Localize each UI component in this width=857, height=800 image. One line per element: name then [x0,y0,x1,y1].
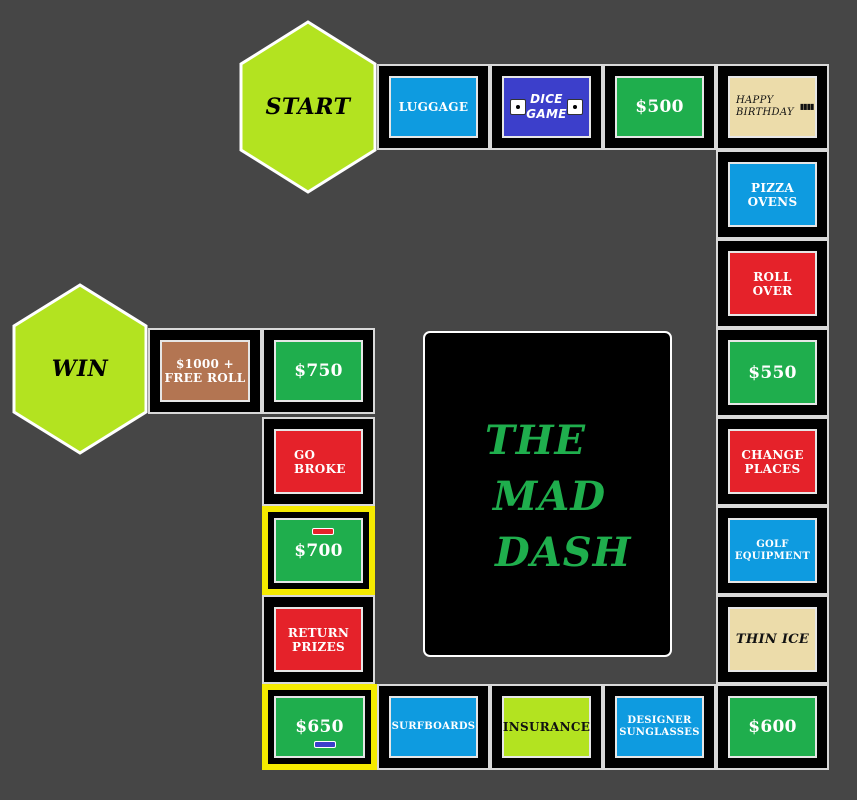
win-hexagon-shape [12,283,148,455]
space-go-broke[interactable]: GO BROKE [262,417,375,506]
space-free-roll-label: $1000 + FREE ROLL [165,357,246,385]
broke-line-2: BROKE [294,461,346,476]
space-happy-birthday-label: HAPPY BIRTHDAY [736,95,794,119]
space-surfboards-label: SURFBOARDS [391,721,476,732]
space-free-roll[interactable]: $1000 + FREE ROLL [148,328,262,414]
space-700-tile: $700 [274,518,363,583]
space-750-label: $750 [294,361,343,381]
win-label: WIN [51,356,109,382]
dice-game-line-2: GAME [526,107,567,121]
space-550-label: $550 [748,362,797,383]
die-icon [566,99,583,115]
dice-game-line-1: DICE [530,92,563,106]
space-pizza-ovens[interactable]: PIZZA OVENS [716,150,829,239]
space-insurance[interactable]: INSURANCE [490,684,603,770]
space-pizza-ovens-label: PIZZA OVENS [748,181,798,209]
space-700-label: $700 [294,540,343,561]
space-luggage[interactable]: LUGGAGE [377,64,490,150]
title-line-3: DASH [495,529,632,576]
designer-line-1: DESIGNER [627,715,692,726]
title-line-2: MAD [493,473,606,520]
space-550-tile: $550 [728,340,817,405]
space-600-tile: $600 [728,696,817,758]
designer-line-2: SUNGLASSES [619,727,700,738]
space-roll-over-tile: ROLL OVER [728,251,817,316]
space-500[interactable]: $500 [603,64,716,150]
roll-line-2: OVER [752,283,793,298]
start-label: START [265,94,351,120]
space-golf-equipment-tile: GOLF EQUIPMENT [728,518,817,583]
space-change-places[interactable]: CHANGE PLACES [716,417,829,506]
space-pizza-ovens-tile: PIZZA OVENS [728,162,817,227]
start-space[interactable]: START [239,20,377,194]
space-650[interactable]: $650 [262,684,377,770]
space-500-label: $500 [635,97,684,117]
space-surfboards-tile: SURFBOARDS [389,696,478,758]
space-change-places-tile: CHANGE PLACES [728,429,817,494]
space-go-broke-tile: GO BROKE [274,429,363,494]
space-700[interactable]: $700 [262,506,375,595]
die-icon [510,99,526,115]
change-line-1: CHANGE [741,447,804,462]
space-550[interactable]: $550 [716,328,829,417]
roll-line-1: ROLL [753,269,792,284]
space-650-label: $650 [295,717,344,737]
title-board: THE MAD DASH [423,331,672,657]
space-dice-game[interactable]: DICE GAME [490,64,603,150]
space-happy-birthday[interactable]: HAPPY BIRTHDAY ▮▮▮▮ [716,64,829,150]
red-chip-icon [312,528,334,535]
space-happy-birthday-tile: HAPPY BIRTHDAY ▮▮▮▮ [728,76,817,138]
space-750[interactable]: $750 [262,328,375,414]
space-change-places-label: CHANGE PLACES [741,448,803,476]
broke-line-1: GO [294,447,316,462]
space-650-tile: $650 [274,696,365,758]
change-line-2: PLACES [744,461,801,476]
space-dice-game-label: DICE GAME [526,92,566,122]
space-insurance-label: INSURANCE [502,720,591,734]
free-roll-line-2: FREE ROLL [164,371,246,385]
space-roll-over-label: ROLL OVER [753,270,793,298]
space-thin-ice[interactable]: THIN ICE [716,595,829,684]
win-space[interactable]: WIN [12,283,148,455]
return-line-1: RETURN [287,625,350,640]
space-designer-sunglasses-label: DESIGNER SUNGLASSES [619,715,699,739]
space-designer-sunglasses-tile: DESIGNER SUNGLASSES [615,696,704,758]
space-dice-game-tile: DICE GAME [502,76,591,138]
space-500-tile: $500 [615,76,704,138]
space-return-prizes-label: RETURN PRIZES [288,626,349,654]
space-luggage-label: LUGGAGE [398,100,469,114]
space-luggage-tile: LUGGAGE [389,76,478,138]
golf-line-2: EQUIPMENT [734,550,811,562]
space-600-label: $600 [748,717,797,737]
space-surfboards[interactable]: SURFBOARDS [377,684,490,770]
space-return-prizes-tile: RETURN PRIZES [274,607,363,672]
space-return-prizes[interactable]: RETURN PRIZES [262,595,375,684]
start-hexagon-shape [239,20,377,194]
space-thin-ice-tile: THIN ICE [728,607,817,672]
return-line-2: PRIZES [292,639,345,654]
birthday-line-2: BIRTHDAY [736,107,794,118]
space-designer-sunglasses[interactable]: DESIGNER SUNGLASSES [603,684,716,770]
pizza-line-2: OVENS [747,194,798,209]
title-line-1: THE [485,417,587,464]
birthday-candles-icon: ▮▮▮▮ [799,102,815,111]
space-free-roll-tile: $1000 + FREE ROLL [160,340,250,402]
space-roll-over[interactable]: ROLL OVER [716,239,829,328]
space-750-tile: $750 [274,340,363,402]
space-go-broke-label: GO BROKE [294,448,346,476]
blue-chip-icon [314,741,336,748]
golf-line-1: GOLF [756,538,789,550]
space-600[interactable]: $600 [716,684,829,770]
pizza-line-1: PIZZA [751,180,794,195]
birthday-line-1: HAPPY [736,95,774,106]
space-golf-equipment-label: GOLF EQUIPMENT [735,539,810,563]
space-thin-ice-label: THIN ICE [735,631,810,647]
space-golf-equipment[interactable]: GOLF EQUIPMENT [716,506,829,595]
space-insurance-tile: INSURANCE [502,696,591,758]
free-roll-line-1: $1000 + [175,357,235,371]
